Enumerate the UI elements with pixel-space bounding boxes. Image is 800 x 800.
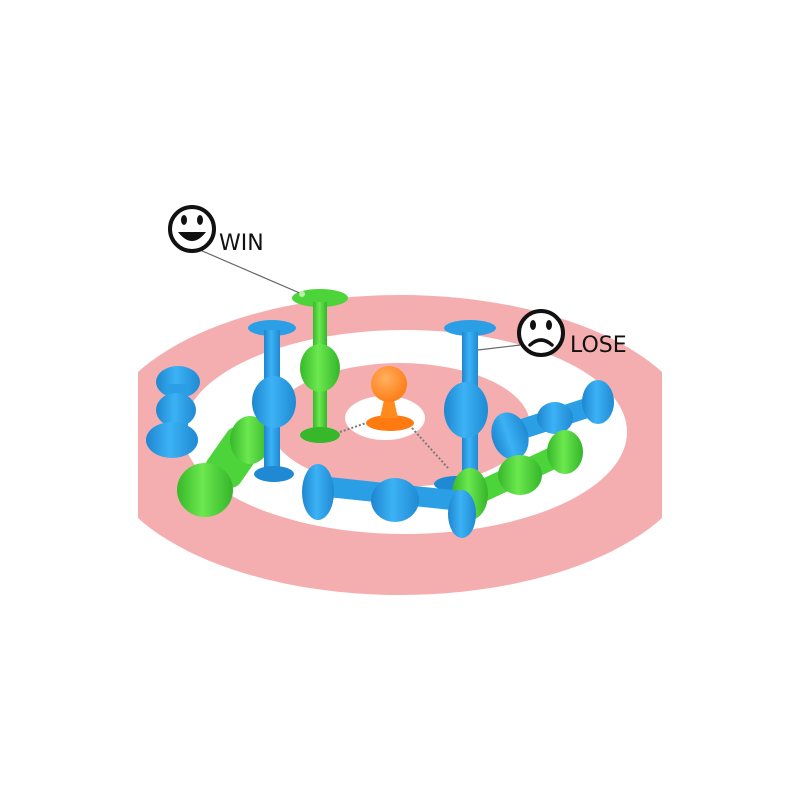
target-mat [0,280,800,610]
distance-mark-left [339,422,367,433]
lose-label: LOSE [570,333,627,358]
win-pointer-dot [299,291,305,297]
green-suction-toy-standing-win [292,289,348,443]
lose-annotation: LOSE [477,309,627,358]
green-suction-toy-lying-left [177,416,270,517]
mat-left-cut [0,280,138,610]
mat-right-cut [662,280,800,610]
blue-suction-toy-standing-left [248,320,296,482]
orange-suction-toy [366,366,414,431]
win-annotation: WIN [168,205,305,297]
win-label: WIN [219,231,264,256]
win-pointer-line [199,249,303,295]
lose-pointer-line [477,344,521,351]
smiling-face-icon [168,205,216,253]
blue-suction-toy-lying-front [302,464,476,538]
blue-suction-toy-lying-left [146,366,200,458]
blue-suction-toy-lying-right [491,380,614,460]
blue-suction-toy-standing-lose [434,320,496,492]
frowning-face-icon [517,309,565,357]
distance-mark-right [411,427,449,469]
